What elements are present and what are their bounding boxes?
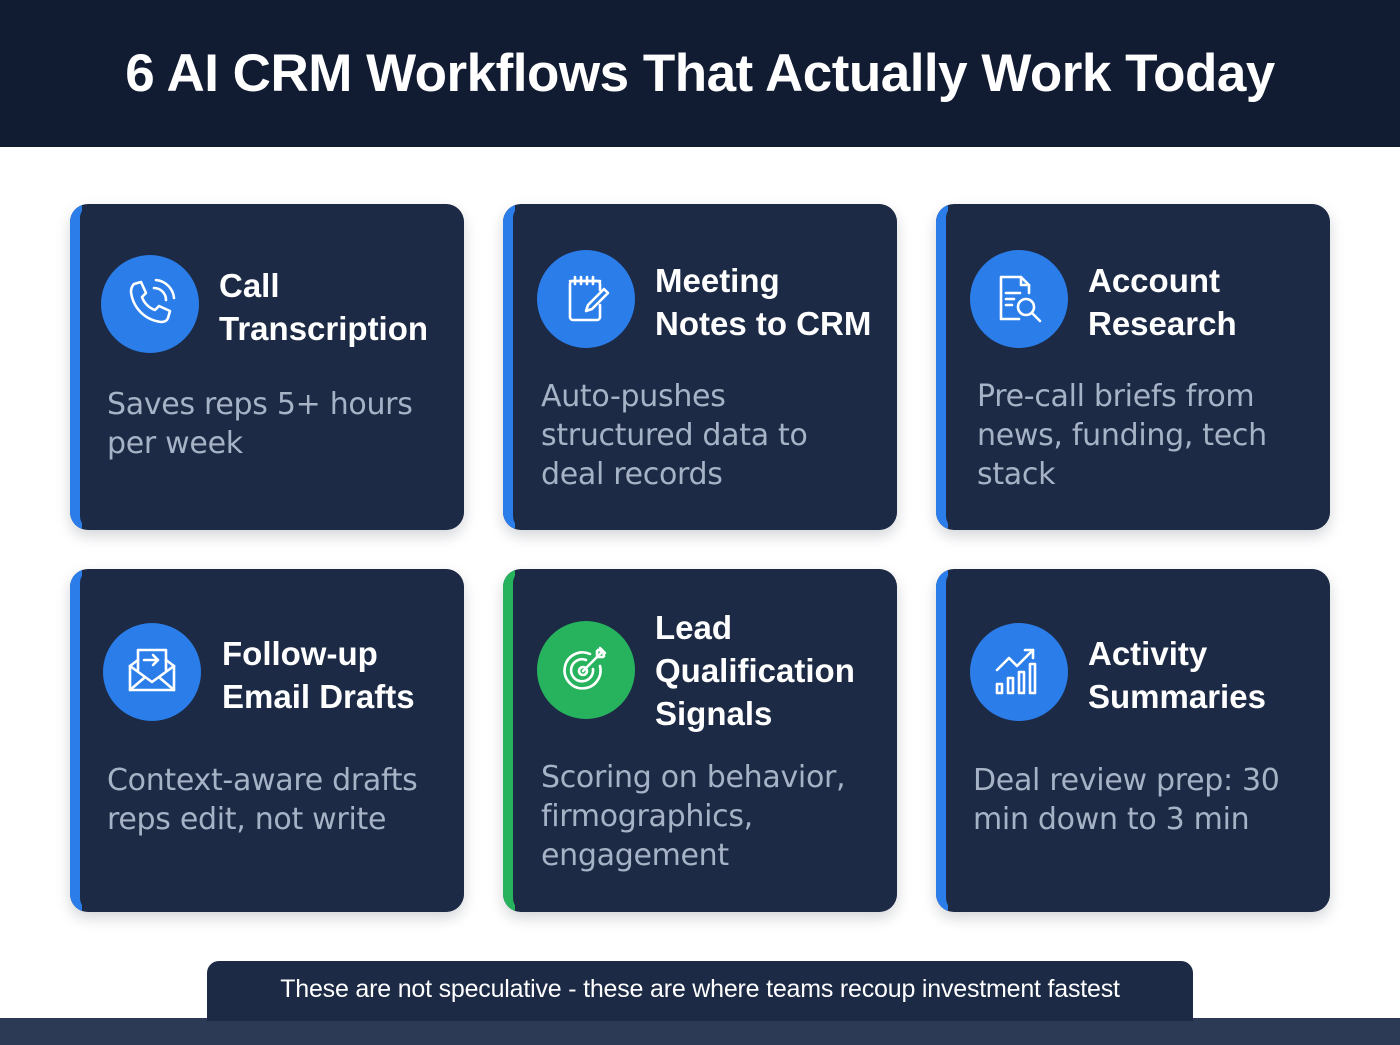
notepad-pencil-icon xyxy=(537,250,635,348)
card-desc-line: reps edit, not write xyxy=(107,802,387,837)
page-title: 6 AI CRM Workflows That Actually Work To… xyxy=(125,44,1275,103)
workflow-card-call-transcription: Call Transcription Saves reps 5+ hours p… xyxy=(70,204,464,530)
workflow-card-meeting-notes: Meeting Notes to CRM Auto-pushes structu… xyxy=(503,204,897,530)
phone-icon xyxy=(101,255,199,353)
card-desc-line: per week xyxy=(107,426,243,461)
card-desc-line: news, funding, tech xyxy=(977,418,1267,453)
card-title-line: Qualification xyxy=(655,652,855,689)
workflow-card-lead-qualification: Lead Qualification Signals Scoring on be… xyxy=(503,569,897,912)
card-desc-line: structured data to xyxy=(541,418,808,453)
card-desc-line: Auto-pushes xyxy=(541,379,726,414)
card-desc-line: Context-aware drafts xyxy=(107,763,418,798)
workflow-card-activity-summaries: Activity Summaries Deal review prep: 30 … xyxy=(936,569,1330,912)
card-desc-line: min down to 3 min xyxy=(973,802,1250,837)
card-title-line: Activity xyxy=(1088,635,1208,672)
card-title-line: Summaries xyxy=(1088,678,1266,715)
card-title-line: Signals xyxy=(655,695,773,732)
card-title-line: Meeting xyxy=(655,262,780,299)
card-desc-line: engagement xyxy=(541,838,729,873)
card-title-line: Account xyxy=(1088,262,1220,299)
card-title-line: Research xyxy=(1088,305,1237,342)
card-title-line: Call xyxy=(219,267,280,304)
card-desc-line: firmographics, xyxy=(541,799,753,834)
card-title-line: Email Drafts xyxy=(222,678,415,715)
chart-trend-icon xyxy=(970,623,1068,721)
card-title-line: Notes to CRM xyxy=(655,305,872,342)
card-desc-line: Pre-call briefs from xyxy=(977,379,1255,414)
footer-note-text: These are not speculative - these are wh… xyxy=(280,975,1120,1003)
footer-note: These are not speculative - these are wh… xyxy=(207,961,1193,1021)
footer-bar xyxy=(0,1018,1400,1045)
card-desc-line: Deal review prep: 30 xyxy=(973,763,1280,798)
target-arrow-icon xyxy=(537,621,635,719)
card-desc-line: stack xyxy=(977,457,1056,492)
workflow-card-account-research: Account Research Pre-call briefs from ne… xyxy=(936,204,1330,530)
header-banner: 6 AI CRM Workflows That Actually Work To… xyxy=(0,0,1400,147)
card-title-line: Transcription xyxy=(219,310,429,347)
card-desc-line: Scoring on behavior, xyxy=(541,760,846,795)
card-title-line: Follow-up xyxy=(222,635,378,672)
envelope-arrow-icon xyxy=(103,623,201,721)
document-search-icon xyxy=(970,250,1068,348)
card-title-line: Lead xyxy=(655,609,733,646)
workflow-card-follow-up-email: Follow-up Email Drafts Context-aware dra… xyxy=(70,569,464,912)
card-desc-line: deal records xyxy=(541,457,723,492)
card-desc-line: Saves reps 5+ hours xyxy=(107,387,413,422)
